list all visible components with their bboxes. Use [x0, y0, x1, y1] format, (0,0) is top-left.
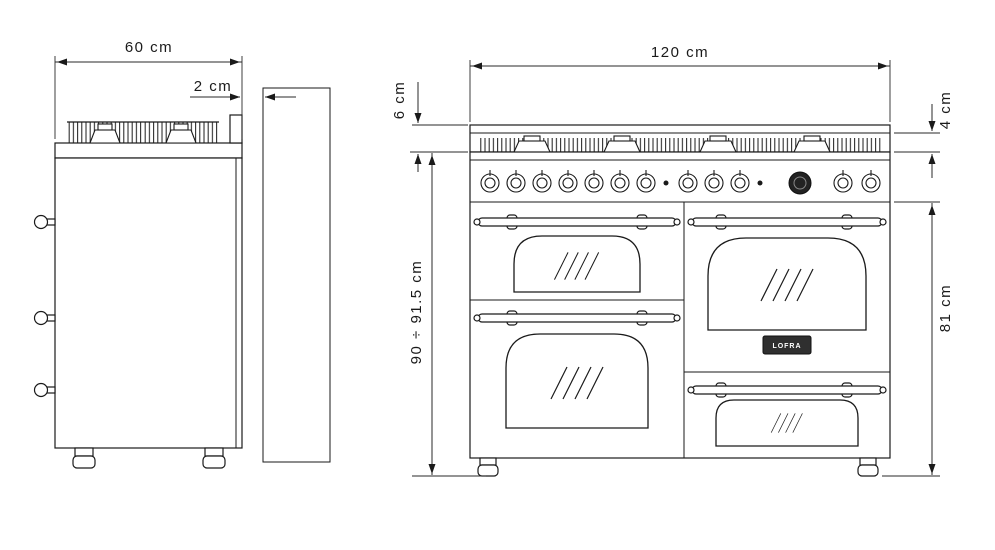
- timer-knob-ring: [793, 176, 807, 190]
- pan-supports: [478, 138, 882, 152]
- drawer-handle: [691, 385, 883, 395]
- cooker-body-side: [54, 157, 243, 449]
- door-window: [505, 333, 649, 429]
- indicator-light: [757, 180, 763, 186]
- right-bottom-drawer: [687, 382, 887, 447]
- body-height-dim-label: 81 cm: [937, 284, 954, 332]
- overall-height-dim-label: 90 ÷ 91.5 cm: [408, 260, 425, 365]
- foot: [477, 457, 499, 477]
- left-upper-oven-door: [473, 214, 681, 293]
- foot: [72, 447, 96, 469]
- burner-grate-side: [142, 121, 220, 144]
- worktop-side: [54, 142, 243, 159]
- depth-dim-label: 60 cm: [125, 39, 173, 56]
- door-window: [707, 237, 867, 331]
- control-panel: [480, 169, 881, 195]
- indicator-light: [663, 180, 669, 186]
- foot: [202, 447, 226, 469]
- dimension-splashback-height: 6 cm: [391, 81, 468, 172]
- splashback-dim-label: 6 cm: [391, 81, 408, 120]
- brand-logo-plate: [762, 335, 812, 355]
- dimension-top-edge: 4 cm: [894, 91, 954, 178]
- front-view: LOFRA 120 cm 6 cm: [391, 44, 954, 477]
- dimension-width: 120 cm: [469, 44, 891, 122]
- wall-hatched: [262, 87, 331, 463]
- wall-gap-dim-label: 2 cm: [194, 78, 233, 95]
- side-view: 60 cm 2 cm: [33, 39, 331, 469]
- brand-logo-text: LOFRA: [772, 343, 801, 350]
- timer-knob: [788, 171, 812, 195]
- burner-grate-side: [66, 121, 144, 144]
- dimension-body-height: 81 cm: [882, 201, 954, 477]
- door-handle: [477, 313, 677, 323]
- width-dim-label: 120 cm: [651, 44, 709, 61]
- drawer-window: [715, 399, 859, 447]
- handle-profile: [33, 382, 56, 398]
- dimension-wall-gap: 2 cm: [190, 78, 296, 101]
- right-main-oven-door: LOFRA: [687, 214, 887, 355]
- dimension-overall-height: 90 ÷ 91.5 cm: [408, 153, 486, 477]
- door-handle: [691, 217, 883, 227]
- door-window: [513, 235, 641, 293]
- left-lower-oven-door: [473, 310, 681, 429]
- top-edge-dim-label: 4 cm: [937, 91, 954, 130]
- door-handle: [477, 217, 677, 227]
- handle-profile: [33, 310, 56, 326]
- handle-profile: [33, 214, 56, 230]
- foot: [857, 457, 879, 477]
- cooker-body-front: [469, 151, 891, 459]
- dimension-depth: 60 cm: [54, 39, 243, 139]
- splashback-side: [229, 114, 243, 144]
